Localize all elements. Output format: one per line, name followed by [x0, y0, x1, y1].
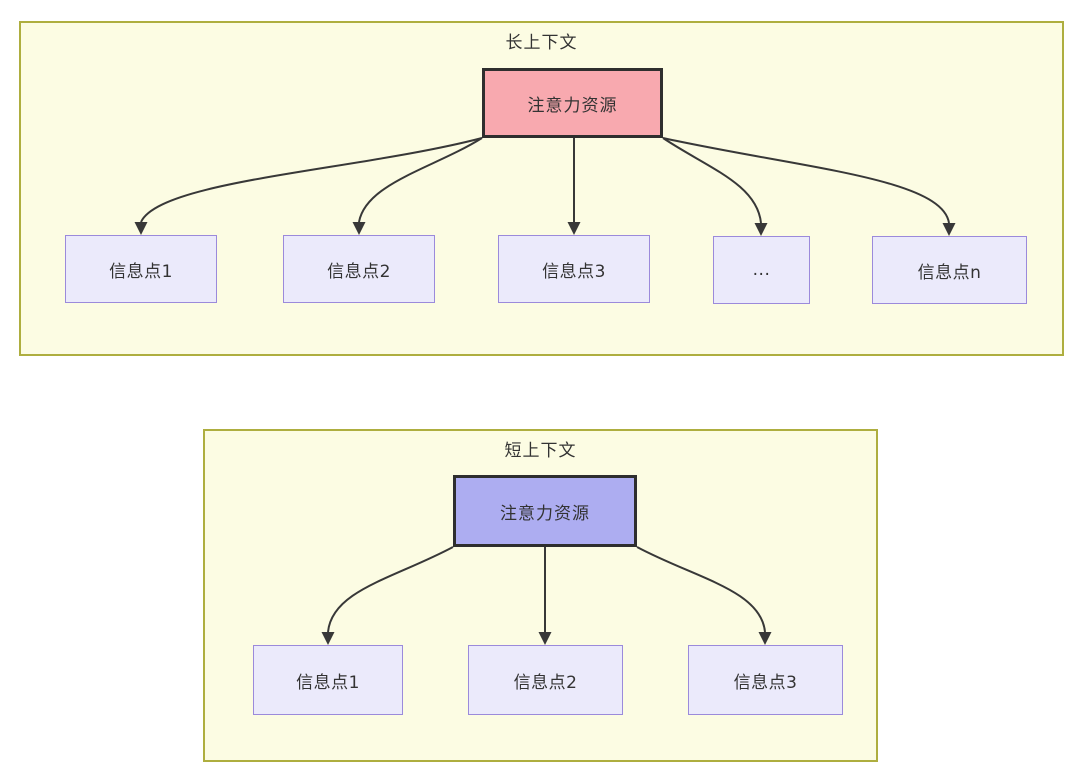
arrowhead-long-node2	[352, 222, 366, 235]
long-context-title: 长上下文	[505, 33, 578, 53]
arrowhead-short-node3	[758, 632, 772, 645]
arrowhead-long-node1	[134, 222, 148, 235]
arrow-long-to-node2	[358, 137, 483, 223]
arrow-long-to-node1	[140, 137, 483, 223]
arrowhead-short-node1	[321, 632, 335, 645]
arrow-short-to-node3	[636, 546, 766, 633]
arrowhead-long-node-ellipsis	[754, 223, 768, 236]
arrow-short-to-node1	[327, 546, 454, 633]
long-info-node-2: 信息点2	[283, 235, 435, 303]
long-info-node-3: 信息点3	[498, 235, 650, 303]
arrowhead-long-node-n	[942, 223, 956, 236]
long-info-node-1: 信息点1	[65, 235, 217, 303]
arrowhead-short-node2	[538, 632, 552, 645]
short-info-node-1: 信息点1	[253, 645, 403, 715]
short-info-node-2: 信息点2	[468, 645, 623, 715]
arrow-long-to-node-n	[662, 137, 950, 224]
attention-resource-box-short: 注意力资源	[453, 475, 637, 547]
arrowhead-long-node3	[567, 222, 581, 235]
attention-resource-box-long: 注意力资源	[482, 68, 663, 138]
short-context-title: 短上下文	[504, 441, 577, 461]
short-info-node-3: 信息点3	[688, 645, 843, 715]
arrow-long-to-node-ellipsis	[662, 137, 762, 224]
long-info-node-n: 信息点n	[872, 236, 1027, 304]
long-info-node-ellipsis: ...	[713, 236, 810, 304]
